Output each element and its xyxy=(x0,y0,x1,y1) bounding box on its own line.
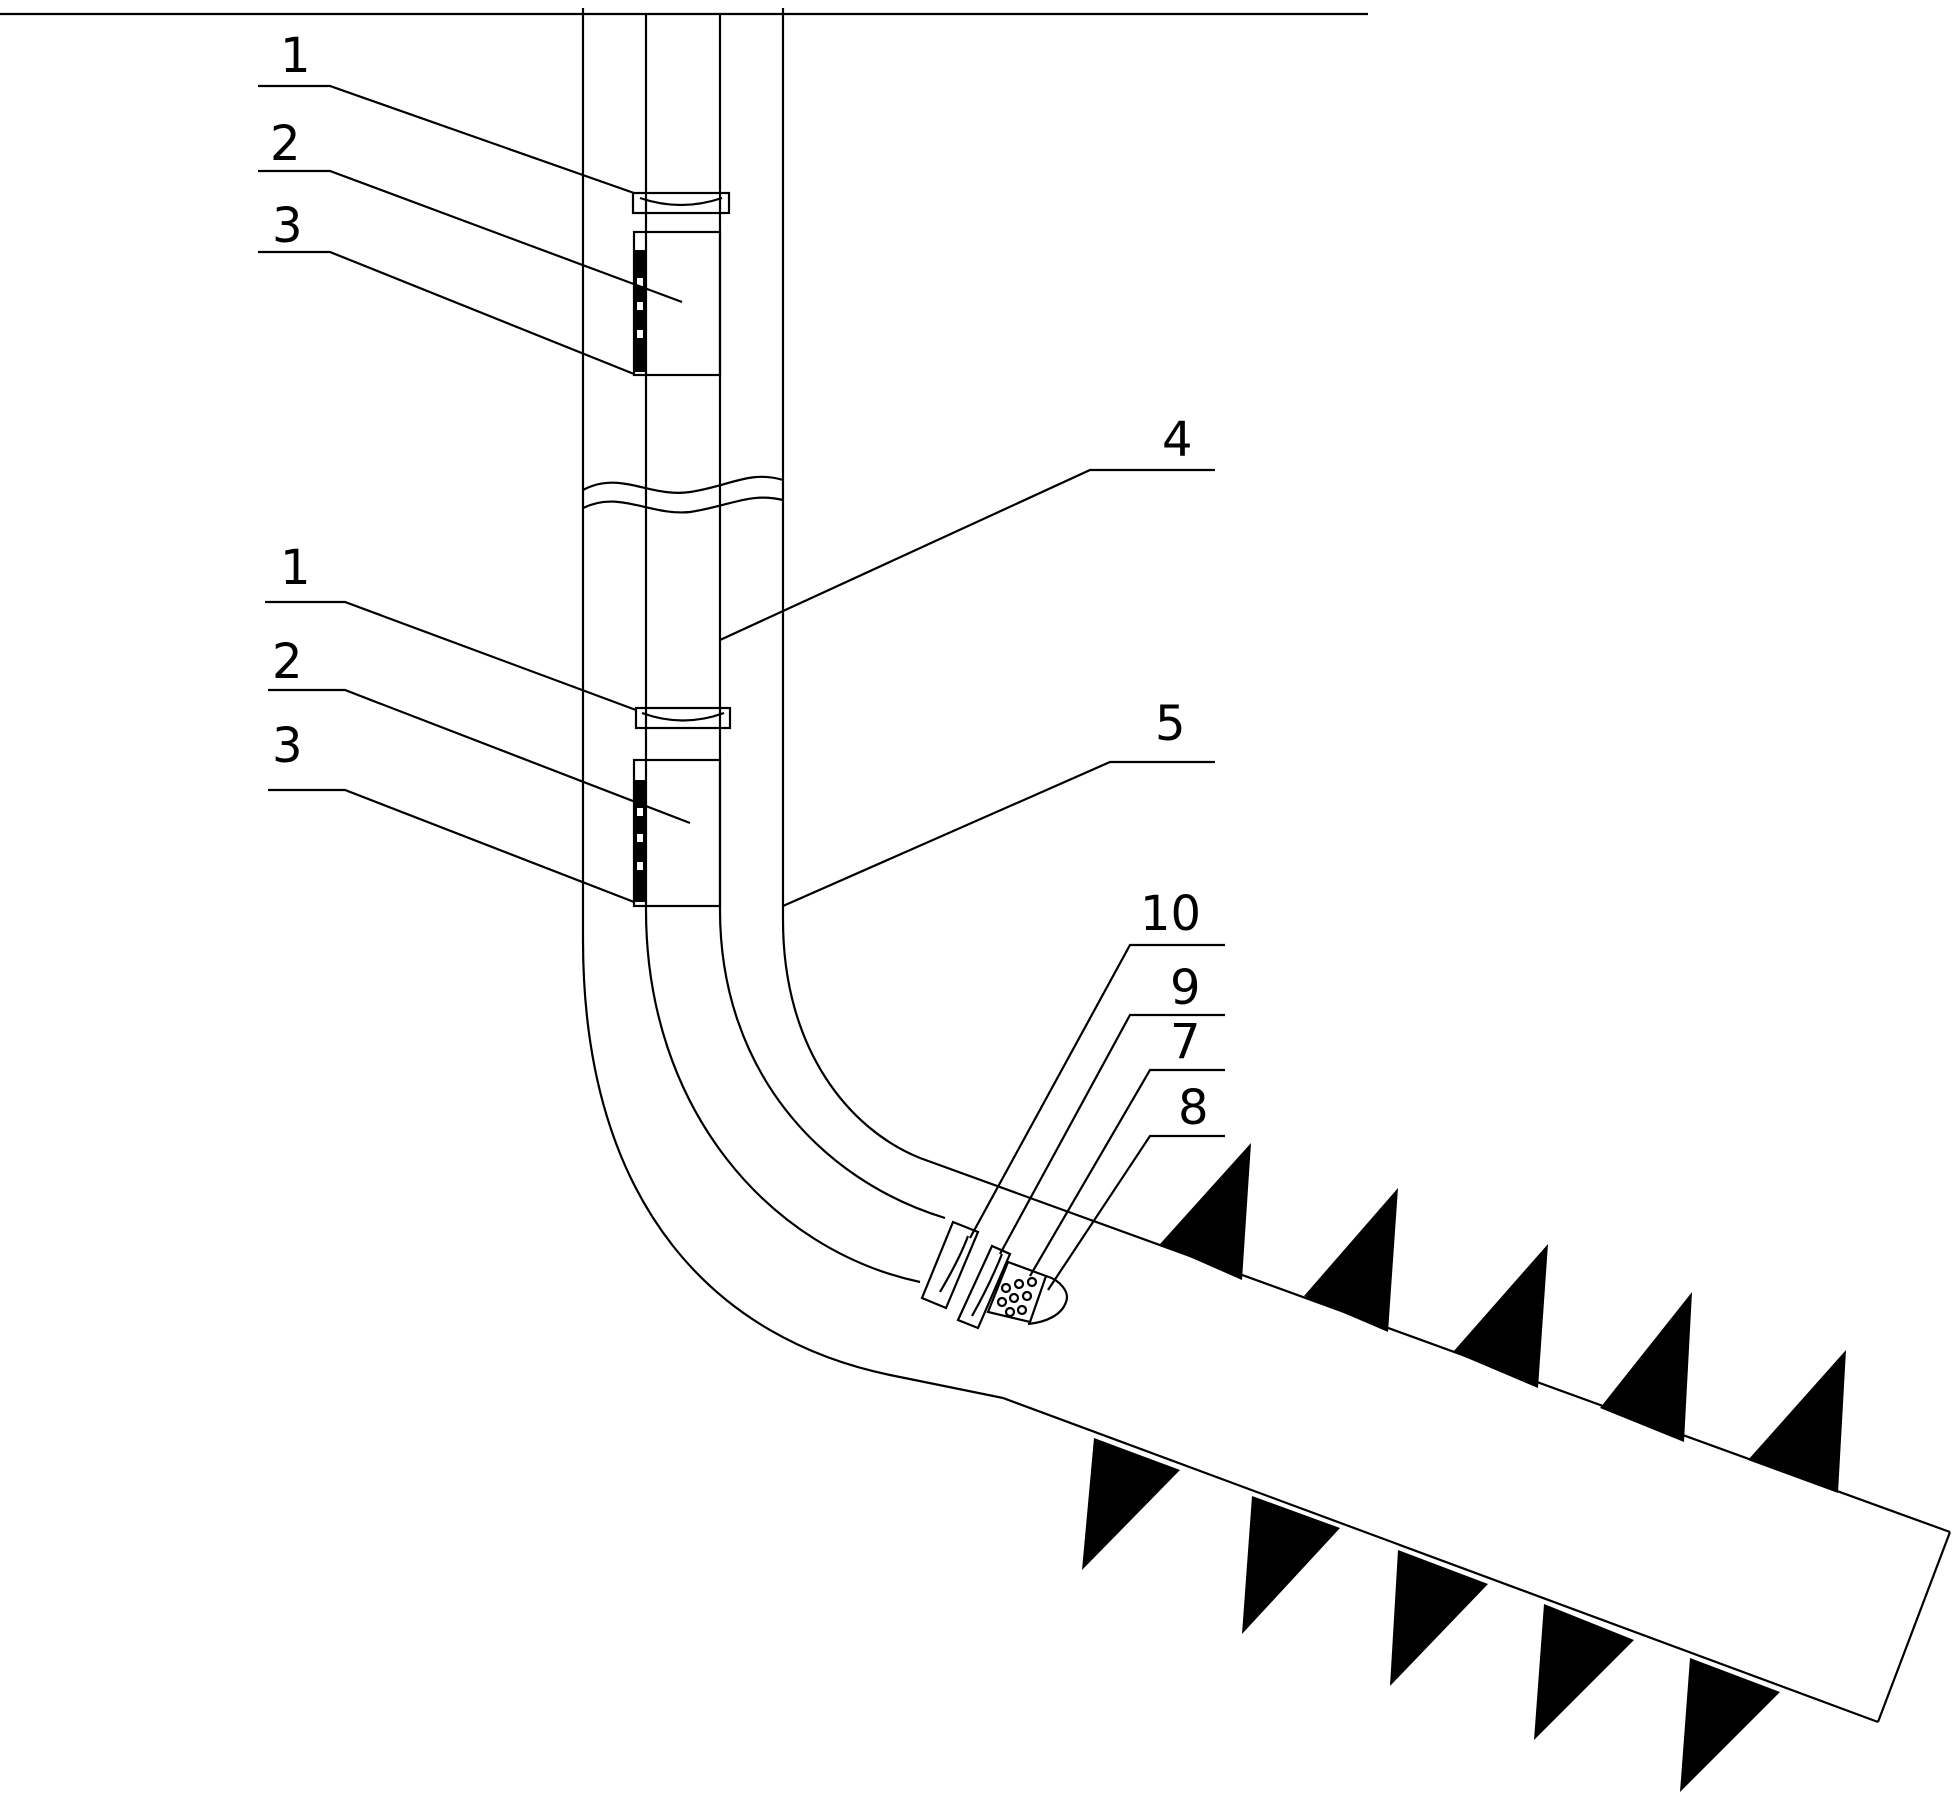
upper-fracture xyxy=(1304,1188,1398,1332)
label-2-lower-sleeve: 2 xyxy=(272,634,303,690)
bottom-tool-8-guide-shoe xyxy=(1027,1274,1068,1326)
lower-packer xyxy=(634,706,732,730)
label-3-lower-sensor: 3 xyxy=(272,718,303,774)
leader-lines xyxy=(258,84,1225,1291)
lower-fracture xyxy=(1242,1496,1340,1634)
upper-fracture xyxy=(1160,1143,1251,1280)
label-8: 8 xyxy=(1178,1080,1209,1136)
bottom-tool-10 xyxy=(920,1220,980,1310)
upper-sensor xyxy=(634,250,646,372)
tubing-right-wall xyxy=(718,15,946,1220)
label-1-lower-packer: 1 xyxy=(280,540,311,596)
label-1-upper-packer: 1 xyxy=(280,28,311,84)
label-10: 10 xyxy=(1140,886,1201,942)
well-bore-outer-left-wall xyxy=(581,8,1004,1400)
label-2-upper-sleeve: 2 xyxy=(270,116,301,172)
lower-fracture xyxy=(1390,1550,1488,1686)
upper-fracture xyxy=(1748,1350,1846,1493)
upper-fracture xyxy=(1453,1244,1548,1388)
pipe-break-symbol-upper xyxy=(582,475,784,494)
lower-fractures xyxy=(1082,1438,1780,1792)
well-bore-outer-right-wall xyxy=(781,8,921,1160)
upper-fractures xyxy=(1160,1143,1846,1493)
horizontal-section-lower-wall xyxy=(1002,1396,1879,1724)
lower-fracture xyxy=(1082,1438,1180,1570)
label-7: 7 xyxy=(1170,1014,1201,1070)
bottom-tool-9 xyxy=(956,1244,1012,1330)
tubing-left-wall xyxy=(644,15,921,1284)
upper-packer xyxy=(631,191,731,215)
label-4-tubing: 4 xyxy=(1162,412,1193,468)
label-3-upper-sensor: 3 xyxy=(272,198,303,254)
label-5-casing: 5 xyxy=(1155,696,1186,752)
pipe-break-symbol-lower xyxy=(582,496,784,514)
label-9: 9 xyxy=(1170,960,1201,1016)
lower-sensor xyxy=(634,780,646,902)
upper-fracture xyxy=(1600,1292,1692,1442)
bottom-tool-7-screen xyxy=(986,1260,1048,1324)
lower-fracture xyxy=(1534,1604,1634,1740)
lower-fracture xyxy=(1680,1658,1780,1792)
horizontal-section-end-cap xyxy=(1876,1531,1952,1723)
